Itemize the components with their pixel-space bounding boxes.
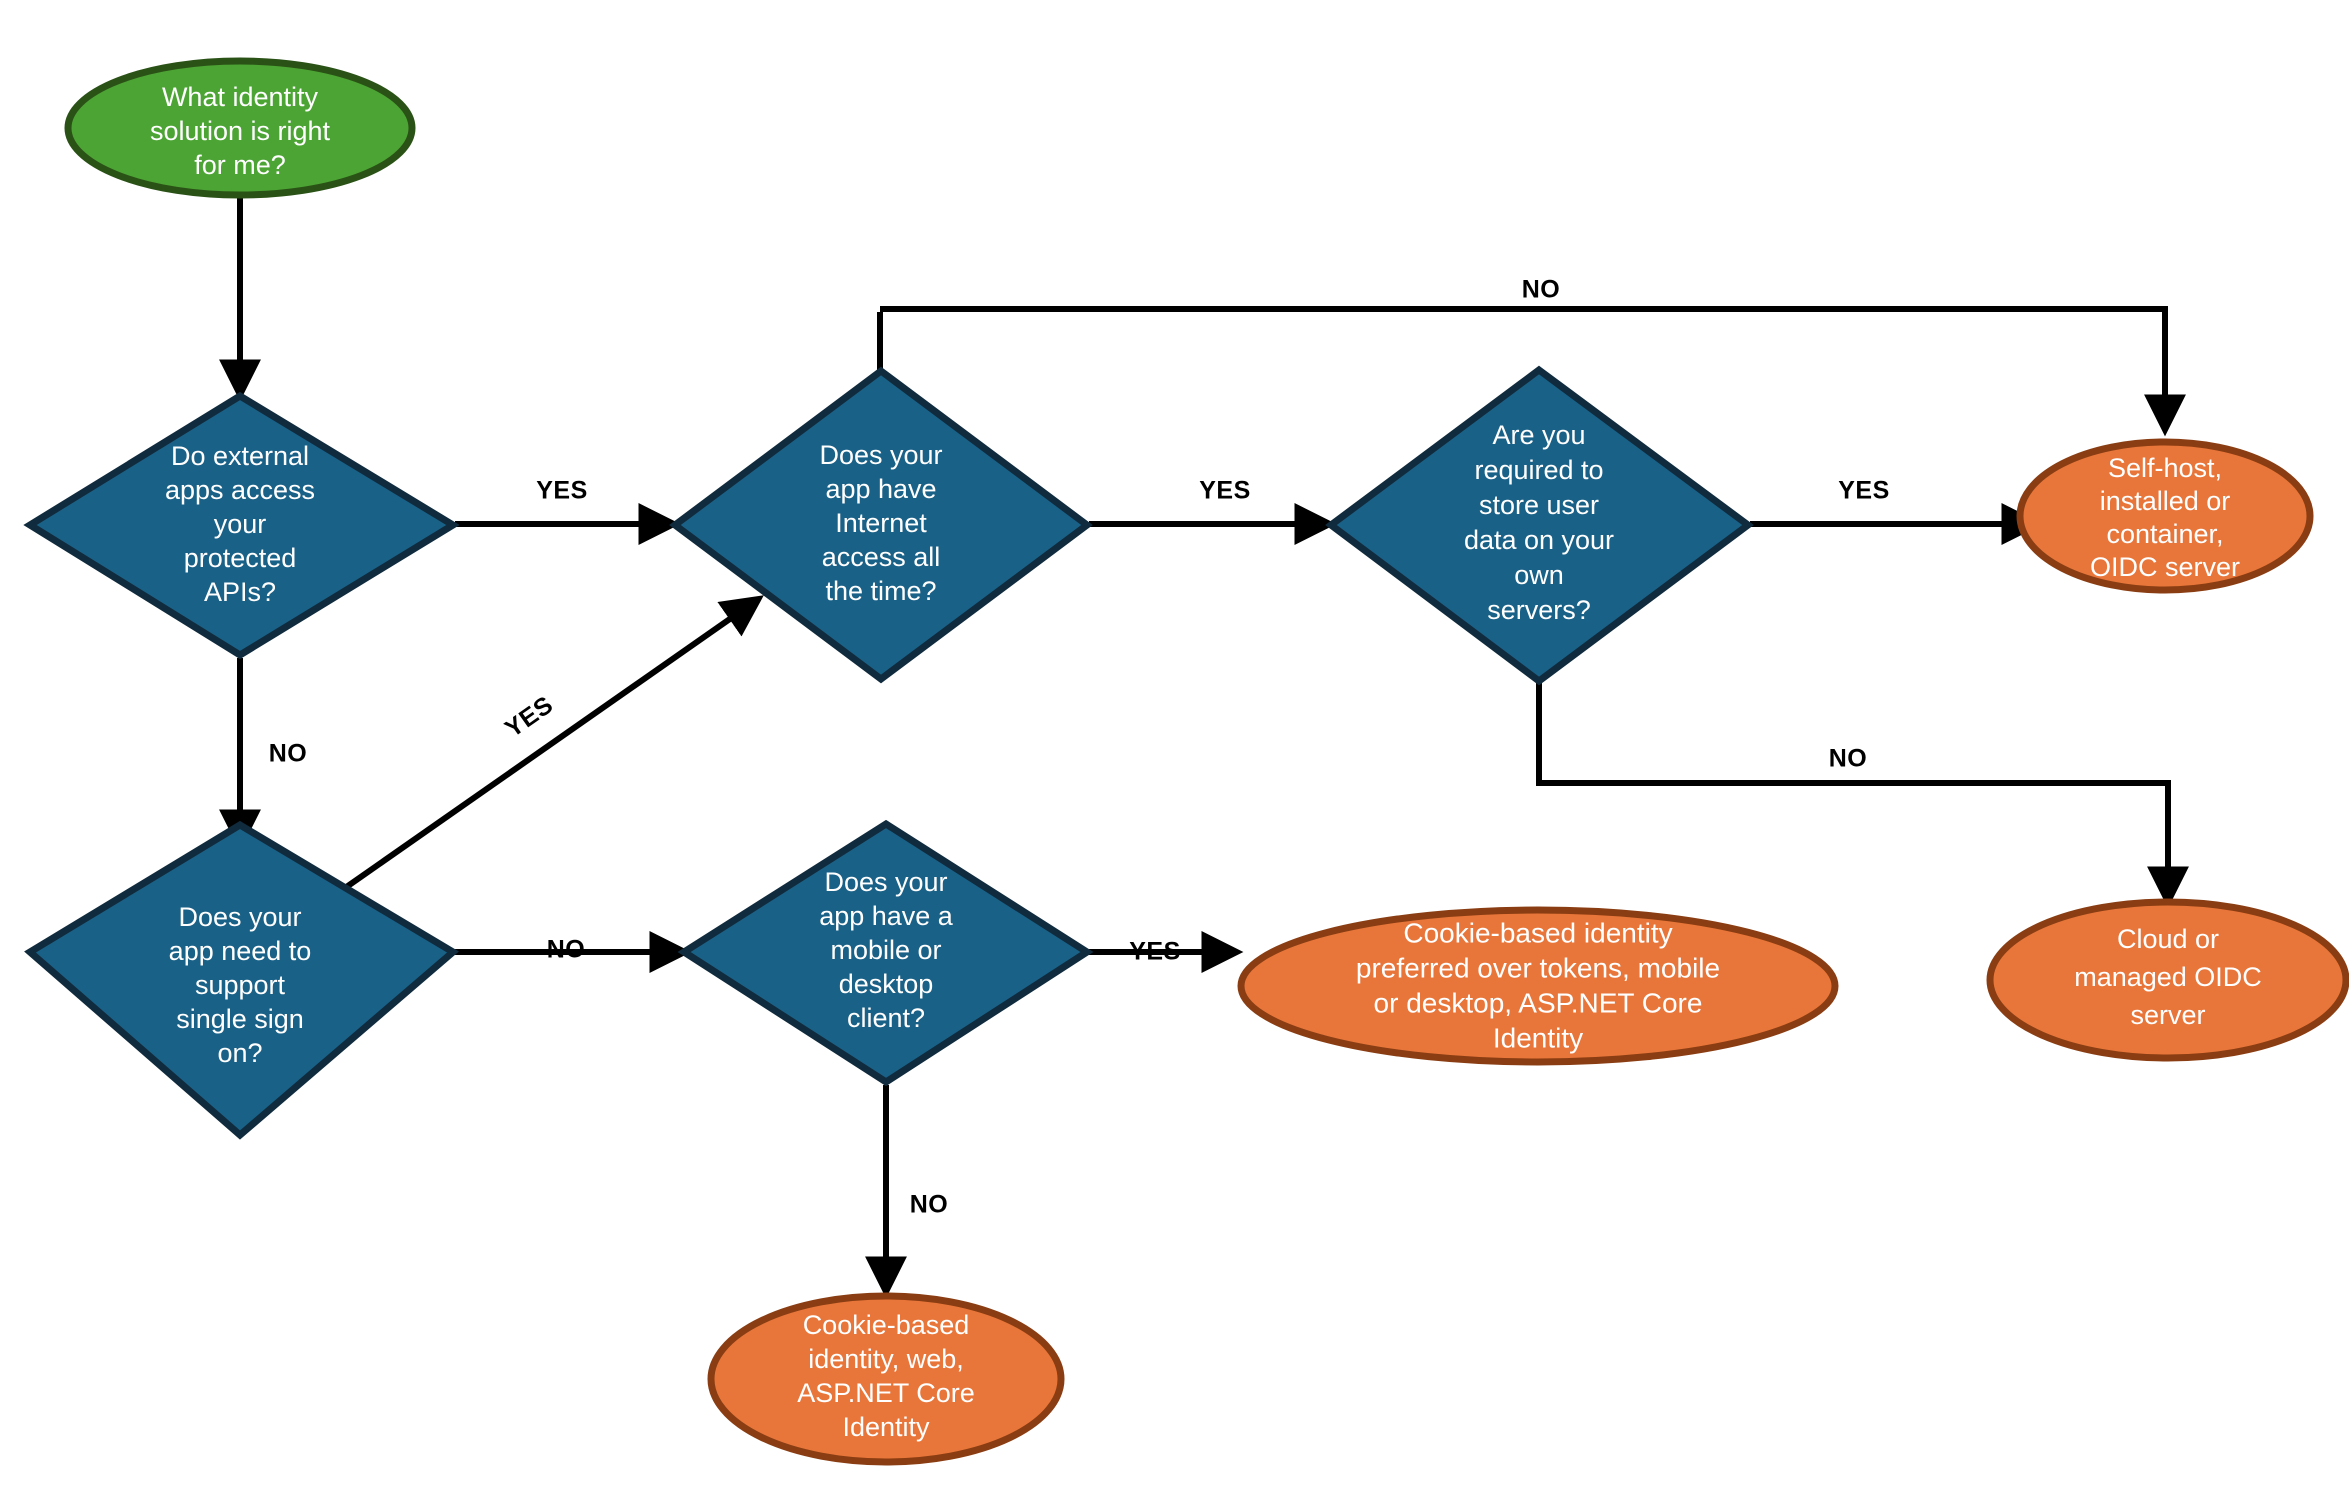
cookie-mobile-label-line-4: Identity <box>1493 1022 1583 1053</box>
cloud-label-line-1: Cloud or <box>2117 924 2219 954</box>
node-terminal-selfhost[interactable]: Self-host, installed or container, OIDC … <box>2016 438 2314 594</box>
edge-label-mobile-yes: YES <box>1129 938 1181 966</box>
cookie-web-label-line-2: identity, web, <box>808 1344 964 1374</box>
mobile-desktop-diamond-shape[interactable] <box>677 819 1094 1087</box>
edge-label-internet-no: NO <box>1522 276 1561 304</box>
sso-label-line-5: on? <box>217 1038 262 1068</box>
node-terminal-cloud[interactable]: Cloud or managed OIDC server <box>1986 898 2349 1062</box>
cookie-mobile-label-line-2: preferred over tokens, mobile <box>1356 952 1720 983</box>
edge-internet-no <box>880 306 2186 437</box>
store-user-data-label-line-6: servers? <box>1487 595 1591 625</box>
node-decision-external-apis[interactable]: Do external apps access your protected A… <box>23 391 460 660</box>
store-user-data-label-line-1: Are you <box>1492 420 1585 450</box>
mobile-desktop-label-line-1: Does your <box>824 867 947 897</box>
node-start[interactable]: What identity solution is right for me? <box>64 57 416 199</box>
sso-label-line-3: support <box>195 970 286 1000</box>
internet-label-line-3: Internet <box>835 508 927 538</box>
cookie-web-label-line-4: Identity <box>842 1412 930 1442</box>
edge-label-store-no: NO <box>1829 745 1868 773</box>
start-ellipse-shape[interactable] <box>64 57 416 199</box>
node-terminal-cookie-web[interactable]: Cookie-based identity, web, ASP.NET Core… <box>707 1292 1065 1466</box>
selfhost-label-line-1: Self-host, <box>2108 453 2222 483</box>
sso-label-line-4: single sign <box>176 1004 304 1034</box>
sso-diamond-shape[interactable] <box>24 820 459 1140</box>
cookie-web-ellipse-shape[interactable] <box>707 1292 1065 1466</box>
internet-label-line-1: Does your <box>819 440 942 470</box>
start-label-line-1: What identity <box>162 82 319 112</box>
edge-labels-layer: YES NO YES NO YES NO YES NO YES NO <box>269 276 1890 1219</box>
internet-diamond-shape[interactable] <box>669 366 1093 684</box>
edge-store-no <box>1536 682 2189 909</box>
selfhost-ellipse-shape[interactable] <box>2016 438 2314 594</box>
cloud-ellipse-shape[interactable] <box>1986 898 2349 1062</box>
edge-label-external-apis-no: NO <box>269 740 308 768</box>
selfhost-label-line-3: container, <box>2106 519 2223 549</box>
internet-label-line-4: access all <box>822 542 941 572</box>
cookie-mobile-label-line-1: Cookie-based identity <box>1403 917 1672 948</box>
cloud-label-line-2: managed OIDC <box>2074 962 2262 992</box>
node-decision-store-user-data[interactable]: Are you required to store user data on y… <box>1325 365 1754 686</box>
node-decision-sso[interactable]: Does your app need to support single sig… <box>24 820 459 1140</box>
cookie-web-label-line-3: ASP.NET Core <box>797 1378 975 1408</box>
external-apis-label-line-3: your <box>214 509 267 539</box>
external-apis-label-line-5: APIs? <box>204 577 276 607</box>
edge-label-internet-yes: YES <box>1199 477 1251 505</box>
edge-label-sso-no: NO <box>547 936 586 964</box>
selfhost-label-line-4: OIDC server <box>2090 552 2240 582</box>
edge-label-external-apis-yes: YES <box>536 477 588 505</box>
node-decision-mobile-desktop[interactable]: Does your app have a mobile or desktop c… <box>677 819 1094 1087</box>
store-user-data-diamond-shape[interactable] <box>1325 365 1754 686</box>
sso-label-line-2: app need to <box>169 936 312 966</box>
mobile-desktop-label-line-2: app have a <box>819 901 954 931</box>
cookie-mobile-ellipse-shape[interactable] <box>1237 906 1839 1066</box>
store-user-data-label-line-2: required to <box>1474 455 1603 485</box>
mobile-desktop-label-line-3: mobile or <box>830 935 941 965</box>
sso-label-line-1: Does your <box>178 902 301 932</box>
store-user-data-label-line-3: store user <box>1479 490 1599 520</box>
mobile-desktop-label-line-5: client? <box>847 1003 925 1033</box>
external-apis-label-line-4: protected <box>184 543 297 573</box>
start-label-line-2: solution is right <box>150 116 331 146</box>
cookie-web-label-line-1: Cookie-based <box>803 1310 970 1340</box>
edge-sso-yes <box>343 595 764 891</box>
cloud-label-line-3: server <box>2130 1000 2205 1030</box>
edge-label-mobile-no: NO <box>910 1191 949 1219</box>
node-terminal-cookie-mobile[interactable]: Cookie-based identity preferred over tok… <box>1237 906 1839 1066</box>
internet-label-line-2: app have <box>825 474 936 504</box>
start-label-line-3: for me? <box>194 150 286 180</box>
edge-label-store-yes: YES <box>1838 477 1890 505</box>
external-apis-label-line-1: Do external <box>171 441 309 471</box>
external-apis-label-line-2: apps access <box>165 475 315 505</box>
node-decision-internet[interactable]: Does your app have Internet access all t… <box>669 366 1093 684</box>
store-user-data-label-line-5: own <box>1514 560 1564 590</box>
selfhost-label-line-2: installed or <box>2100 486 2231 516</box>
external-apis-diamond-shape[interactable] <box>23 391 460 660</box>
edge-label-sso-yes: YES <box>500 691 558 743</box>
mobile-desktop-label-line-4: desktop <box>839 969 934 999</box>
internet-label-line-5: the time? <box>825 576 936 606</box>
cookie-mobile-label-line-3: or desktop, ASP.NET Core <box>1374 987 1703 1018</box>
edges-layer <box>219 197 2189 1299</box>
store-user-data-label-line-4: data on your <box>1464 525 1614 555</box>
